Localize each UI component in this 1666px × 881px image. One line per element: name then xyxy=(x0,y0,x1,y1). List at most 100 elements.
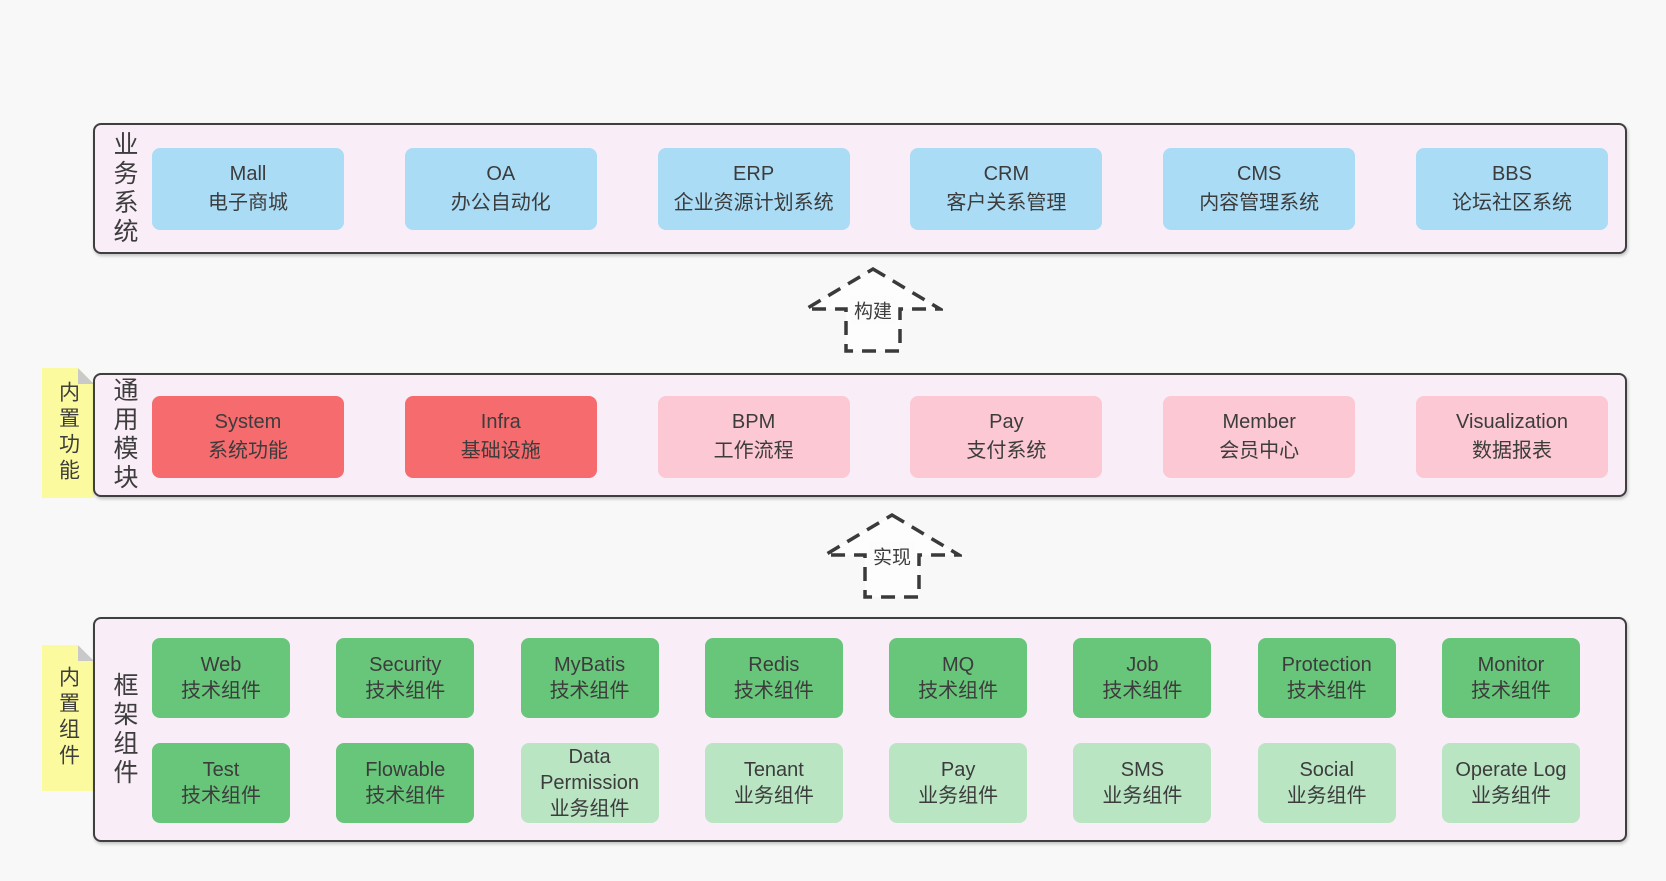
layer-title-common-modules: 通用模块 xyxy=(110,377,138,493)
box-desc: 技术组件 xyxy=(365,680,446,702)
box-desc: 客户关系管理 xyxy=(946,192,1067,214)
box-web: Web 技术组件 xyxy=(152,638,290,718)
box-desc: 业务组件 xyxy=(1102,785,1183,807)
box-name: Mall xyxy=(229,163,267,185)
box-desc: 技术组件 xyxy=(181,680,261,702)
box-desc: 技术组件 xyxy=(549,680,630,702)
box-name: MyBatis xyxy=(554,654,626,676)
box-name: Member xyxy=(1222,411,1296,433)
box-mybatis: MyBatis 技术组件 xyxy=(520,638,659,718)
box-desc: 支付系统 xyxy=(966,440,1047,462)
box-operate-log: Operate Log 业务组件 xyxy=(1441,743,1580,823)
box-monitor: Monitor 技术组件 xyxy=(1441,638,1580,718)
box-name: Tenant xyxy=(743,759,804,781)
box-desc: 业务组件 xyxy=(1286,785,1367,807)
box-desc: 技术组件 xyxy=(1102,680,1183,702)
box-desc: 内容管理系统 xyxy=(1199,192,1320,214)
box-bbs: BBS 论坛社区系统 xyxy=(1415,148,1608,230)
box-member: Member 会员中心 xyxy=(1163,396,1356,478)
note-text: 内置组件 xyxy=(56,666,80,770)
box-mq: MQ 技术组件 xyxy=(889,638,1028,718)
box-name: Pay xyxy=(940,759,976,781)
box-name: BPM xyxy=(731,411,776,433)
box-pay-component: Pay 业务组件 xyxy=(889,743,1028,823)
box-flowable: Flowable 技术组件 xyxy=(336,743,475,823)
note-fold-corner xyxy=(78,368,94,384)
box-erp: ERP 企业资源计划系统 xyxy=(657,148,850,230)
layer-title-framework-components: 框架组件 xyxy=(110,671,138,788)
box-tenant: Tenant 业务组件 xyxy=(704,743,843,823)
box-bpm: BPM 工作流程 xyxy=(657,396,850,478)
box-name: Test xyxy=(202,759,240,781)
box-test: Test 技术组件 xyxy=(152,743,290,823)
box-desc: 系统功能 xyxy=(208,440,288,462)
box-desc: 业务组件 xyxy=(1470,785,1551,807)
box-infra: Infra 基础设施 xyxy=(404,396,597,478)
layer-framework-components: 框架组件 Web 技术组件 Security 技术组件 MyBatis 技术组件… xyxy=(93,617,1627,842)
box-redis: Redis 技术组件 xyxy=(704,638,843,718)
box-desc: 工作流程 xyxy=(713,440,794,462)
box-desc: 论坛社区系统 xyxy=(1451,192,1572,214)
arrow-build-label: 构建 xyxy=(849,296,897,324)
box-name: Protection xyxy=(1281,654,1372,676)
box-name: System xyxy=(214,411,282,433)
box-name: Job xyxy=(1126,654,1159,676)
box-desc: 数据报表 xyxy=(1471,440,1552,462)
box-sms: SMS 业务组件 xyxy=(1073,743,1212,823)
note-fold-corner xyxy=(78,645,94,661)
box-oa: OA 办公自动化 xyxy=(404,148,597,230)
box-name: OA xyxy=(486,163,516,185)
box-desc: 技术组件 xyxy=(1286,680,1367,702)
box-name: CRM xyxy=(983,163,1030,185)
box-desc: 技术组件 xyxy=(918,680,999,702)
box-name: Web xyxy=(200,654,242,676)
common-modules-row: System 系统功能 Infra 基础设施 BPM 工作流程 Pay 支付系统… xyxy=(152,396,1608,478)
box-desc: 基础设施 xyxy=(460,440,541,462)
box-name: CMS xyxy=(1236,163,1282,185)
box-name: Social xyxy=(1299,759,1354,781)
box-desc: 办公自动化 xyxy=(450,192,551,214)
box-desc: 技术组件 xyxy=(181,785,261,807)
box-name: Security xyxy=(369,654,442,676)
box-name: MQ xyxy=(942,654,975,676)
box-desc: 会员中心 xyxy=(1219,440,1300,462)
box-job: Job 技术组件 xyxy=(1073,638,1212,718)
box-security: Security 技术组件 xyxy=(336,638,475,718)
arrow-implement-label: 实现 xyxy=(868,542,916,570)
box-name: Pay xyxy=(989,411,1024,433)
sticky-note-built-in-features: 内置功能 xyxy=(42,368,94,498)
layer-common-modules: 通用模块 System 系统功能 Infra 基础设施 BPM 工作流程 Pay… xyxy=(93,373,1627,497)
box-social: Social 业务组件 xyxy=(1257,743,1396,823)
box-name: Visualization xyxy=(1456,411,1568,433)
box-protection: Protection 技术组件 xyxy=(1257,638,1396,718)
box-desc: 技术组件 xyxy=(733,680,814,702)
box-system: System 系统功能 xyxy=(152,396,344,478)
box-desc: 企业资源计划系统 xyxy=(673,192,834,214)
sticky-note-built-in-components: 内置组件 xyxy=(42,645,94,791)
box-name: BBS xyxy=(1491,163,1532,185)
box-name: Data Permission xyxy=(540,746,640,794)
box-name: SMS xyxy=(1120,759,1165,781)
box-desc: 技术组件 xyxy=(365,785,446,807)
box-name: Infra xyxy=(480,411,521,433)
box-name: Operate Log xyxy=(1455,759,1567,781)
box-data-permission: Data Permission 业务组件 xyxy=(520,743,659,823)
box-desc: 技术组件 xyxy=(1470,680,1551,702)
note-text: 内置功能 xyxy=(56,381,80,485)
arrow-implement: 实现 xyxy=(822,512,962,600)
box-pay: Pay 支付系统 xyxy=(910,396,1103,478)
box-visualization: Visualization 数据报表 xyxy=(1415,396,1608,478)
box-name: Monitor xyxy=(1477,654,1545,676)
arrow-build: 构建 xyxy=(803,266,943,354)
framework-components-row-1: Web 技术组件 Security 技术组件 MyBatis 技术组件 Redi… xyxy=(152,638,1580,718)
box-mall: Mall 电子商城 xyxy=(152,148,344,230)
box-desc: 电子商城 xyxy=(208,192,288,214)
box-name: Flowable xyxy=(365,759,446,781)
layer-business-systems: 业务系统 Mall 电子商城 OA 办公自动化 ERP 企业资源计划系统 CRM… xyxy=(93,123,1627,254)
framework-components-row-2: Test 技术组件 Flowable 技术组件 Data Permission … xyxy=(152,743,1580,823)
box-name: Redis xyxy=(748,654,800,676)
business-systems-row: Mall 电子商城 OA 办公自动化 ERP 企业资源计划系统 CRM 客户关系… xyxy=(152,148,1608,230)
box-desc: 业务组件 xyxy=(733,785,814,807)
box-cms: CMS 内容管理系统 xyxy=(1163,148,1356,230)
